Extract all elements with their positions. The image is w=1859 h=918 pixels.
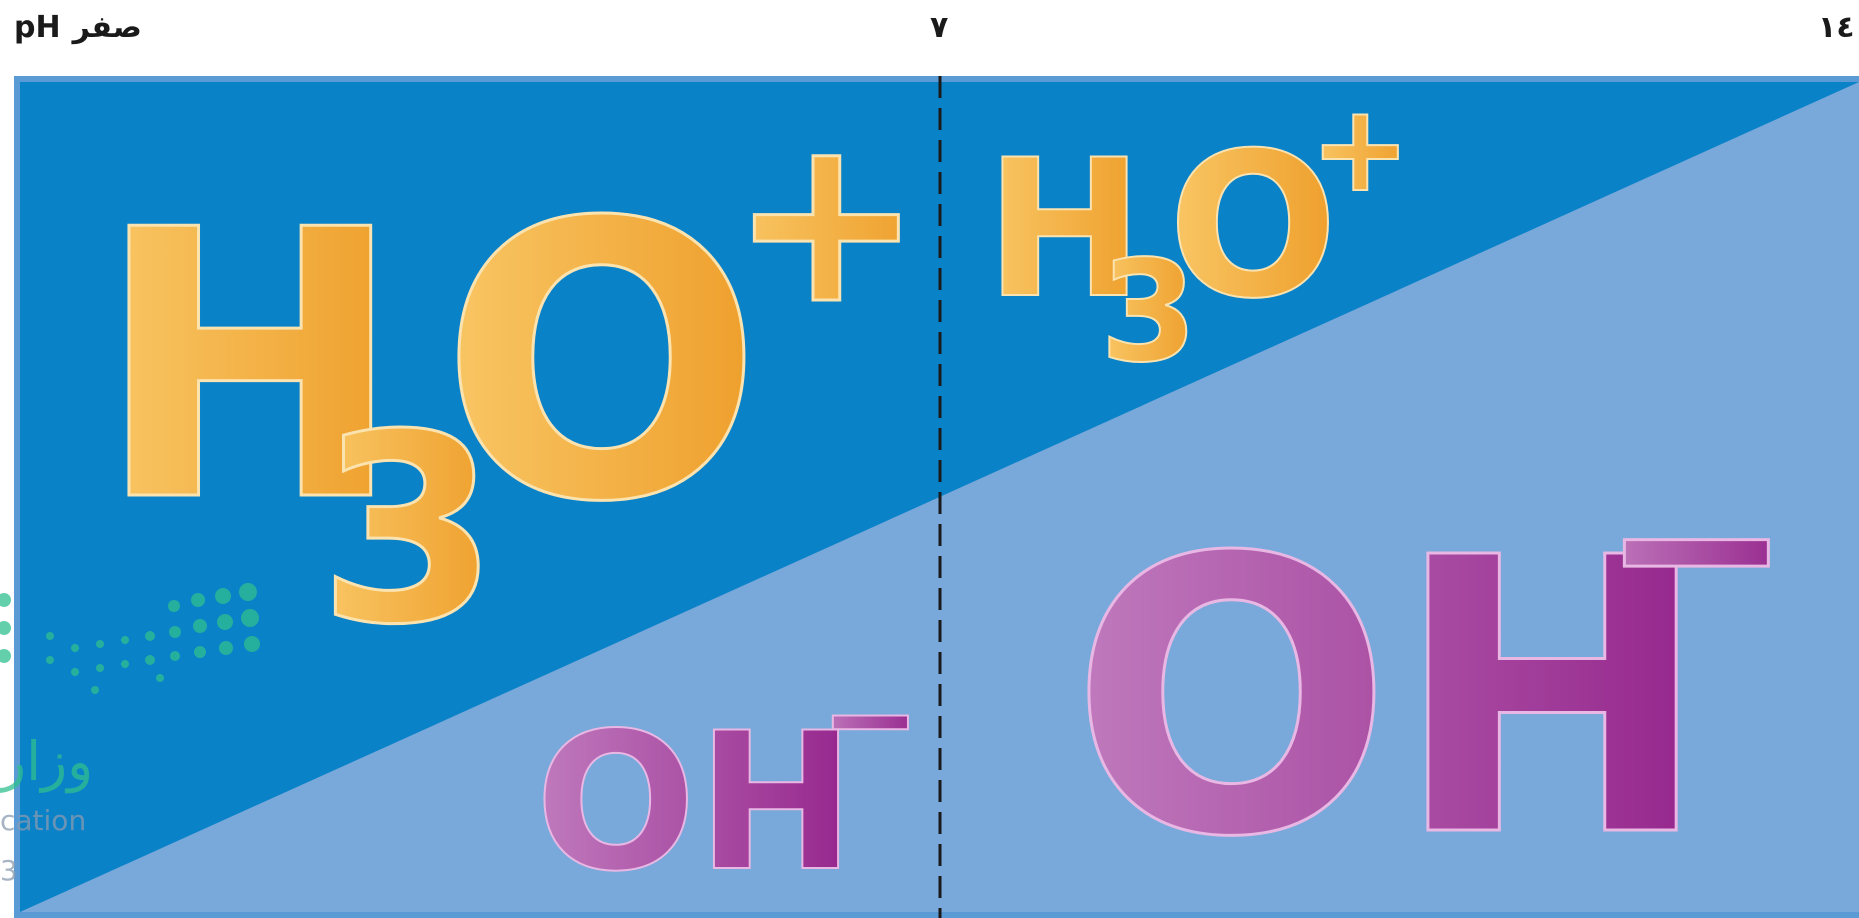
- watermark-english-text: cation: [0, 804, 86, 837]
- right-hydronium-o: O: [1168, 110, 1338, 343]
- left-hydroxide-ion: OH −: [534, 649, 922, 914]
- left-hydroxide-charge: −: [820, 650, 921, 789]
- left-hydronium-charge: +: [730, 88, 923, 355]
- scale-label-seven: ٧: [930, 10, 949, 45]
- ministry-watermark-logo: وزار cation 3: [0, 583, 260, 887]
- watermark-dots: [0, 583, 260, 694]
- right-hydronium-subscript: 3: [1100, 231, 1197, 394]
- right-hydronium-h: H: [985, 119, 1144, 340]
- ph-label: pH: [14, 10, 61, 45]
- right-hydronium-charge: +: [1310, 80, 1411, 219]
- zero-label: صفر: [72, 10, 142, 45]
- right-hydroxide-charge: −: [1600, 413, 1793, 680]
- left-hydronium-subscript: 3: [318, 380, 499, 682]
- left-hydronium-ion: H 3 O +: [94, 87, 925, 684]
- watermark-arabic-text: وزار: [0, 730, 93, 793]
- left-hydronium-h: H: [95, 153, 405, 583]
- scale-label-fourteen: ١٤: [1818, 10, 1855, 45]
- left-hydronium-o: O: [440, 142, 763, 585]
- right-hydroxide-ion: OH −: [1069, 412, 1795, 918]
- right-hydroxide-oh: OH: [1070, 477, 1711, 918]
- watermark-digit: 3: [0, 854, 18, 887]
- right-hydronium-ion: H 3 O +: [984, 79, 1412, 395]
- left-hydroxide-oh: OH: [535, 692, 856, 913]
- scale-label-zero: pH صفر: [14, 6, 142, 50]
